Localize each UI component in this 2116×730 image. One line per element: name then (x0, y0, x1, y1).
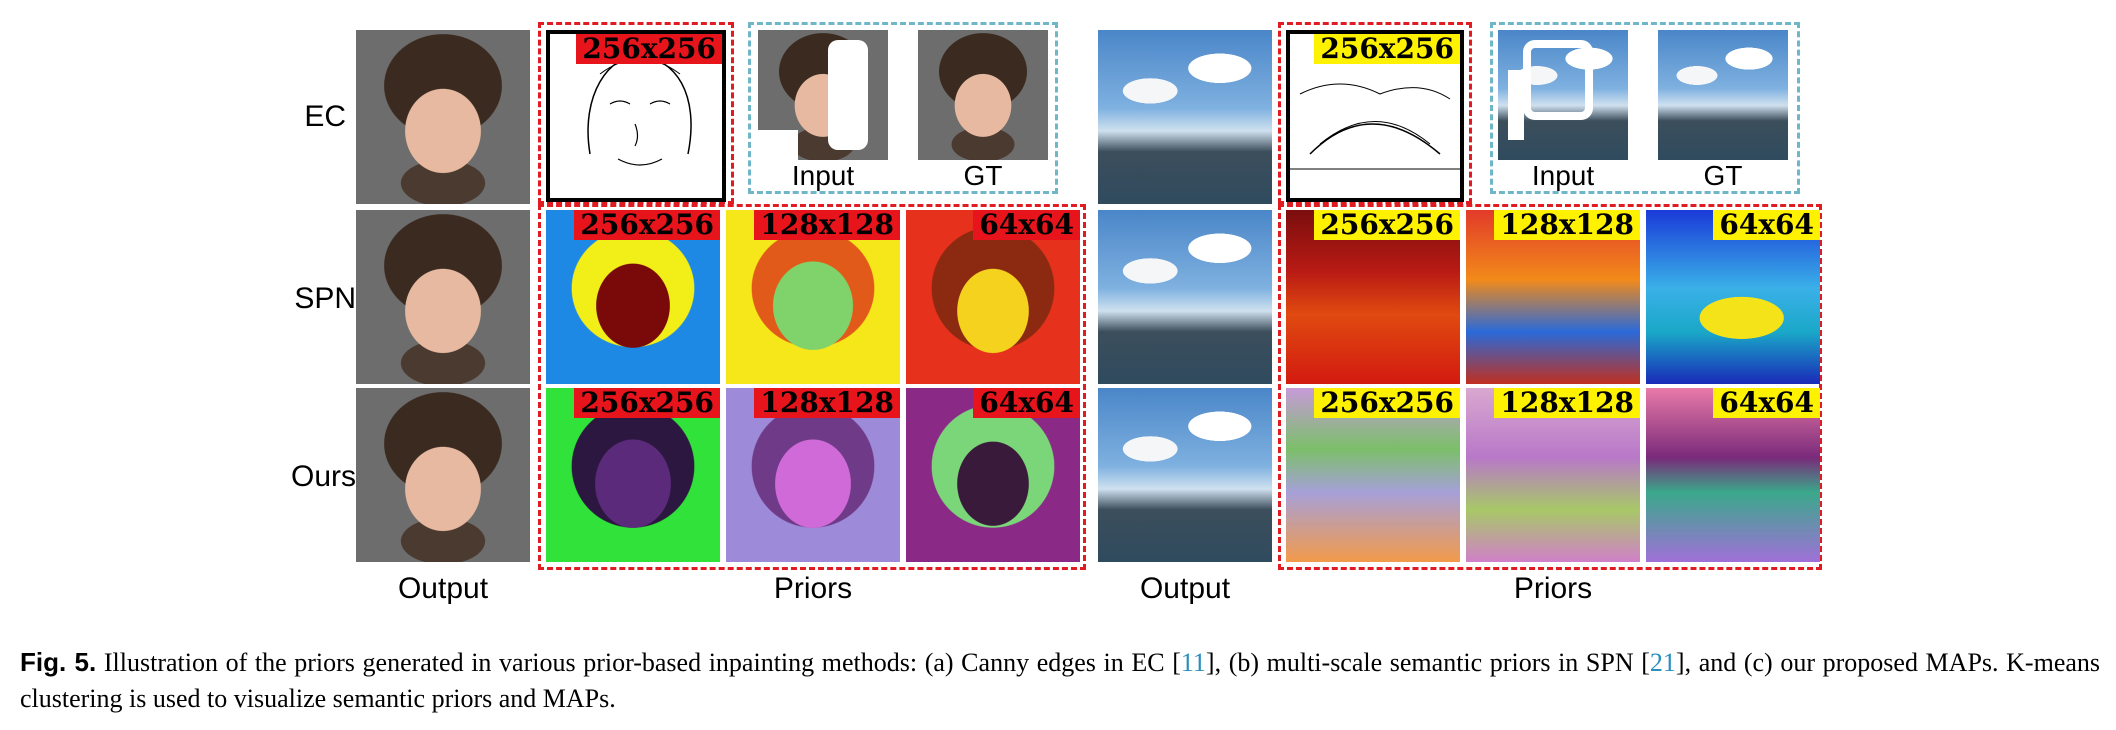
right-priors-box (1278, 204, 1822, 570)
mask-region (1523, 40, 1593, 120)
right-ec-edge-map: 256x256 (1286, 30, 1464, 202)
mask-region (1508, 70, 1524, 140)
caption-text-3: ], and (c) our proposed MAPs. K-means cl… (20, 648, 2101, 713)
left-spn-prior-256: 256x256 (546, 210, 720, 384)
left-spn-res-64: 64x64 (973, 210, 1080, 240)
row-label-ec: EC (304, 100, 346, 133)
left-priors-box (538, 204, 1086, 570)
right-ours-res-256: 256x256 (1314, 388, 1460, 418)
right-ec-prior-box (1278, 22, 1472, 204)
right-ours-prior-128: 128x128 (1466, 388, 1640, 562)
right-ours-res-128: 128x128 (1494, 388, 1640, 418)
left-output-ours (356, 388, 530, 562)
left-input-label: Input (791, 160, 855, 191)
right-output-ours (1098, 388, 1272, 562)
right-output-spn (1098, 210, 1272, 384)
mask-region (828, 40, 868, 150)
right-input-label: Input (1531, 160, 1595, 191)
left-ours-prior-64: 64x64 (906, 388, 1080, 562)
caption-text-2: ], (b) multi-scale semantic priors in SP… (1205, 648, 1650, 677)
caption-text-1: Illustration of the priors generated in … (96, 648, 1181, 677)
row-label-ours: Ours (290, 460, 356, 493)
caption-label: Fig. 5. (20, 647, 97, 677)
row-label-spn: SPN (294, 282, 356, 315)
right-output-label: Output (1139, 572, 1231, 605)
left-spn-res-256: 256x256 (574, 210, 720, 240)
left-spn-res-128: 128x128 (754, 210, 900, 240)
right-spn-res-128: 128x128 (1494, 210, 1640, 240)
left-ec-prior-box (538, 22, 734, 204)
left-spn-prior-64: 64x64 (906, 210, 1080, 384)
left-ours-res-64: 64x64 (973, 388, 1080, 418)
left-ec-gt (918, 30, 1048, 160)
left-priors-label: Priors (773, 572, 853, 605)
right-ec-input-gt-box (1490, 22, 1800, 194)
left-output-ec (356, 30, 530, 204)
left-ec-input (758, 30, 888, 160)
left-ours-prior-128: 128x128 (726, 388, 900, 562)
left-ours-res-256: 256x256 (574, 388, 720, 418)
right-ec-input (1498, 30, 1628, 160)
left-ec-res: 256x256 (576, 34, 722, 64)
left-gt-label: GT (963, 160, 1003, 191)
left-ours-res-128: 128x128 (754, 388, 900, 418)
right-spn-prior-128: 128x128 (1466, 210, 1640, 384)
caption-ref-21[interactable]: 21 (1649, 648, 1676, 677)
right-ours-prior-64: 64x64 (1646, 388, 1820, 562)
caption-ref-11[interactable]: 11 (1180, 648, 1206, 677)
right-priors-label: Priors (1513, 572, 1593, 605)
left-ours-prior-256: 256x256 (546, 388, 720, 562)
right-ec-res: 256x256 (1314, 34, 1460, 64)
right-spn-res-256: 256x256 (1314, 210, 1460, 240)
left-ec-input-gt-box (748, 22, 1058, 194)
left-ec-edge-map: 256x256 (546, 30, 726, 202)
left-spn-prior-128: 128x128 (726, 210, 900, 384)
right-spn-prior-256: 256x256 (1286, 210, 1460, 384)
right-spn-prior-64: 64x64 (1646, 210, 1820, 384)
edge-sketch (1290, 83, 1460, 170)
figure-caption: Fig. 5. Illustration of the priors gener… (20, 644, 2100, 717)
right-gt-label: GT (1703, 160, 1743, 191)
mask-region (758, 130, 798, 160)
right-spn-res-64: 64x64 (1713, 210, 1820, 240)
right-ours-res-64: 64x64 (1713, 388, 1820, 418)
left-output-spn (356, 210, 530, 384)
right-ours-prior-256: 256x256 (1286, 388, 1460, 562)
left-output-label: Output (397, 572, 489, 605)
right-ec-gt (1658, 30, 1788, 160)
right-output-ec (1098, 30, 1272, 204)
